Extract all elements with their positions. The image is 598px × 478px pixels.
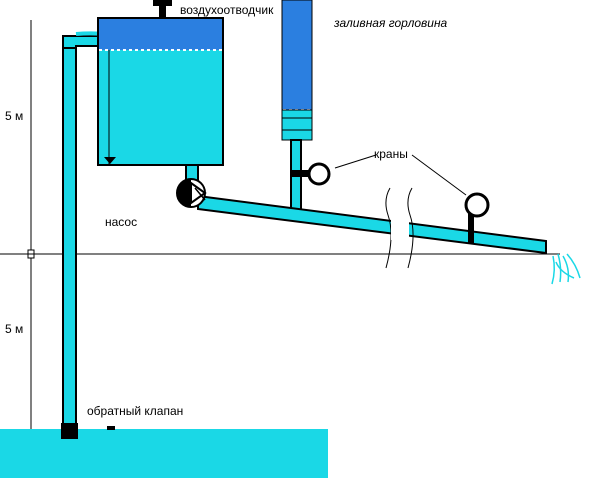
pipe-break-right — [407, 187, 414, 269]
label-pump: насос — [105, 215, 137, 229]
label-height-lower: 5 м — [5, 322, 23, 336]
filler-neck-lower — [281, 109, 313, 141]
tank-top-dark-water — [99, 19, 222, 50]
filler-neck-dark — [283, 80, 311, 110]
suction-pipe — [62, 35, 77, 431]
valves-leader-2 — [411, 154, 467, 196]
valve-handle-icon-2 — [464, 192, 490, 244]
valve-handle-icon — [291, 162, 331, 186]
valves-leader-1 — [334, 154, 377, 169]
pipe-break-gap — [391, 215, 409, 240]
label-valves: краны — [374, 147, 408, 161]
check-valve-icon — [61, 423, 78, 439]
label-filler-neck: заливная горловина — [333, 16, 448, 30]
label-air-vent: воздухоотводчик — [180, 3, 274, 17]
reservoir-water — [0, 429, 328, 478]
pipe-break-left — [385, 187, 392, 269]
discharge-pipe — [197, 194, 547, 255]
tank-level-marker — [104, 157, 116, 164]
pump-icon — [176, 178, 207, 208]
check-valve-stub — [107, 426, 115, 430]
label-check-valve: обратный клапан — [87, 404, 183, 418]
water-spray-icon — [551, 253, 581, 285]
air-vent-icon — [153, 0, 172, 18]
suction-pipe-bend — [62, 35, 101, 49]
label-height-upper: 5 м — [5, 109, 23, 123]
